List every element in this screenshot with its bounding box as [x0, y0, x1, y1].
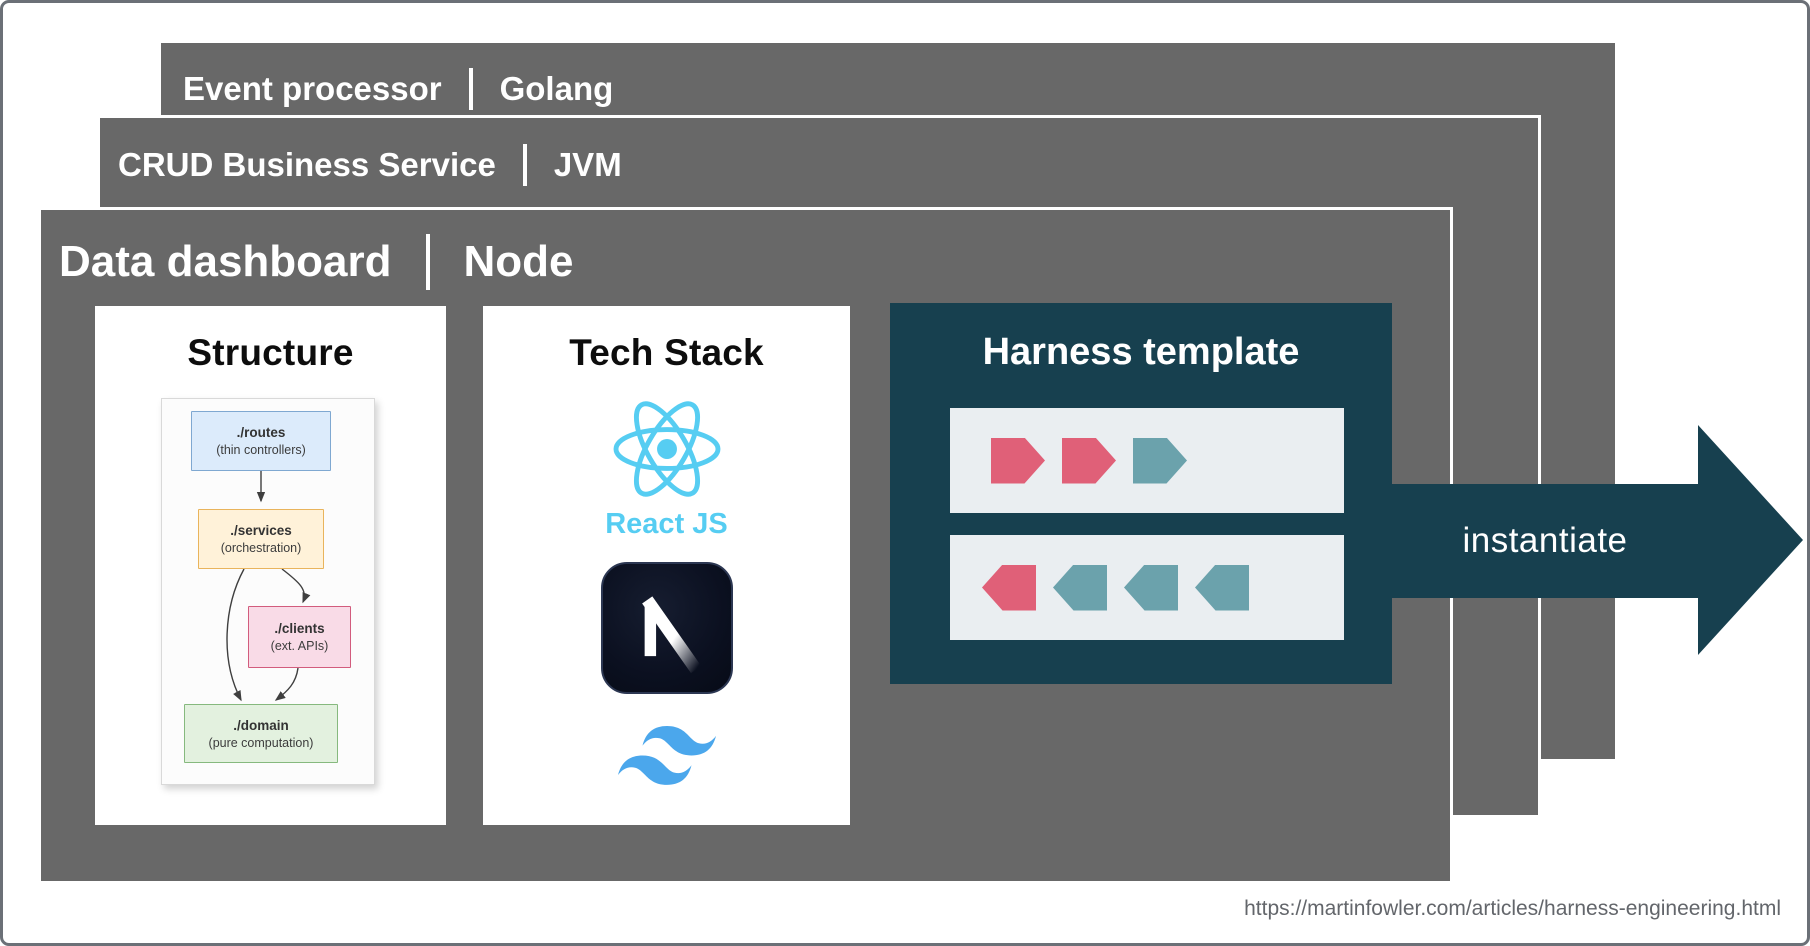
source-url-caption: https://martinfowler.com/articles/harnes…: [1244, 897, 1781, 920]
chevron-left-teal: [1053, 564, 1107, 611]
structure-card: Structure ./routes: [95, 306, 446, 825]
runtime-name: Golang: [499, 70, 614, 107]
harness-template-box: Harness template: [890, 303, 1392, 684]
instantiate-arrow: instantiate: [1392, 484, 1698, 598]
react-logo-icon: [613, 401, 720, 497]
panel-data-dashboard: Data dashboard Node Structure: [38, 207, 1453, 884]
service-name: Event processor: [183, 70, 442, 107]
nextjs-logo-icon: [600, 562, 733, 694]
instantiate-arrow-head: [1698, 425, 1803, 655]
chevron-left-teal: [1124, 564, 1178, 611]
separator-bar: [522, 144, 527, 186]
node-name: ./services: [230, 523, 292, 538]
node-name: ./routes: [236, 425, 286, 440]
chevron-right-teal: [1133, 437, 1187, 484]
node-subtitle: (ext. APIs): [270, 639, 329, 653]
panel-event-processor-header: Event processor Golang: [161, 43, 1615, 110]
runtime-name: Node: [463, 237, 574, 286]
node-subtitle: (thin controllers): [216, 443, 306, 457]
harness-pipeline-row-forward: [950, 408, 1344, 513]
chevron-right-red: [1062, 437, 1116, 484]
runtime-name: JVM: [553, 146, 622, 183]
separator-bar: [468, 68, 473, 110]
routes-node: ./routes (thin controllers): [191, 411, 331, 471]
node-name: ./clients: [274, 621, 325, 636]
chevron-left-red: [982, 564, 1036, 611]
harness-template-title: Harness template: [982, 331, 1300, 373]
structure-card-title: Structure: [187, 332, 354, 373]
clients-node: ./clients (ext. APIs): [248, 606, 351, 668]
node-subtitle: (pure computation): [208, 735, 314, 750]
domain-node: ./domain (pure computation): [184, 704, 338, 763]
tech-stack-card: Tech Stack React JS: [483, 306, 850, 825]
chevron-left-teal: [1195, 564, 1249, 611]
node-name: ./domain: [233, 717, 289, 733]
panel-data-dashboard-header: Data dashboard Node: [41, 210, 1450, 290]
service-name: CRUD Business Service: [118, 146, 496, 183]
tech-stack-card-title: Tech Stack: [569, 332, 764, 373]
services-node: ./services (orchestration): [198, 509, 324, 569]
service-name: Data dashboard: [59, 237, 392, 286]
chevron-right-red: [991, 437, 1045, 484]
harness-pipeline-row-backward: [950, 535, 1344, 640]
react-js-label: React JS: [605, 508, 728, 540]
panel-crud-header: CRUD Business Service JVM: [100, 118, 1538, 186]
folder-structure-diagram: ./routes (thin controllers) ./services (…: [161, 398, 375, 785]
node-subtitle: (orchestration): [220, 541, 302, 555]
separator-bar: [425, 234, 430, 290]
instantiate-label: instantiate: [1462, 521, 1628, 560]
tailwind-logo-icon: [617, 726, 716, 785]
